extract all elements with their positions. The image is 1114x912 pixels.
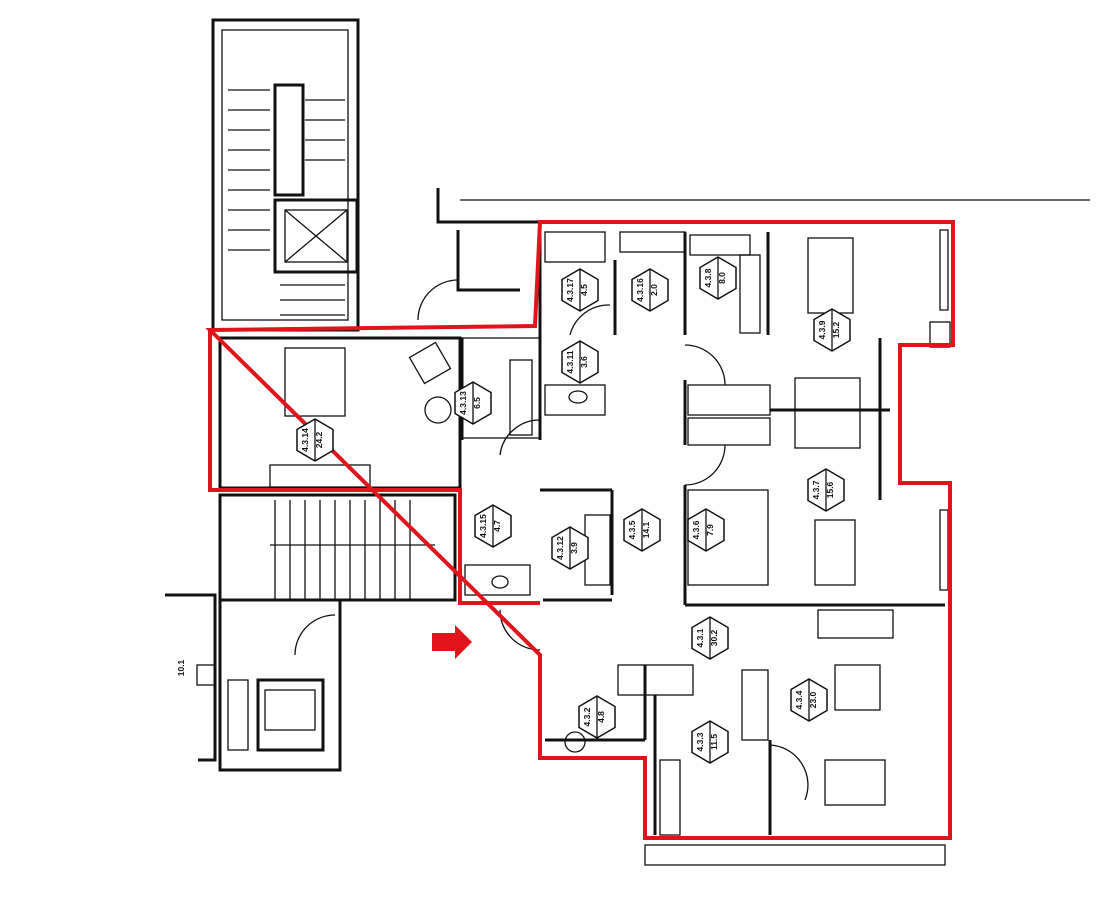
room-label-hexagon: 4.3.14 24.2 xyxy=(296,418,334,462)
room-number: 4.3.1 xyxy=(695,628,705,647)
room-area: 8.0 xyxy=(717,272,727,284)
room-area: 15.6 xyxy=(825,481,835,498)
room-number: 4.3.14 xyxy=(300,428,310,452)
room-area: 23.0 xyxy=(808,691,818,708)
room-number: 4.3.6 xyxy=(691,520,701,539)
room-labels: 4.3.17 4.5 4.3.16 2.0 4.3.8 8.0 4.3.9 15.2 4.3.1… xyxy=(296,256,851,764)
room-number: 4.3.4 xyxy=(794,690,804,709)
room-label-hexagon: 4.3.6 7.9 xyxy=(687,508,725,552)
room-label-hexagon: 4.3.4 23.0 xyxy=(790,678,828,722)
room-area: 11.5 xyxy=(709,734,719,750)
room-area: 3.6 xyxy=(579,356,589,368)
room-label-hexagon: 4.3.15 4.7 xyxy=(474,504,512,548)
room-number: 4.3.13 xyxy=(458,391,468,415)
room-area: 2.0 xyxy=(649,284,659,296)
room-number: 4.3.12 xyxy=(555,536,565,560)
room-number: 4.3.3 xyxy=(695,732,705,751)
entrance-arrow-icon xyxy=(432,625,472,659)
room-area: 7.9 xyxy=(705,524,715,536)
room-number: 4.3.2 xyxy=(582,707,592,726)
room-number: 4.3.9 xyxy=(817,320,827,339)
apartment-outline xyxy=(205,220,955,840)
room-number: 4.3.5 xyxy=(627,520,637,539)
room-label-hexagon: 4.3.9 15.2 xyxy=(813,308,851,352)
room-number: 4.3.11 xyxy=(565,350,575,373)
room-area: 3.9 xyxy=(569,542,579,554)
room-area: 6.5 xyxy=(472,397,482,409)
room-label-hexagon: 4.3.12 3.9 xyxy=(551,526,589,570)
room-label-hexagon: 4.3.1 30.2 xyxy=(691,616,729,660)
room-label-hexagon: 4.3.8 8.0 xyxy=(699,256,737,300)
room-number: 4.3.15 xyxy=(478,514,488,538)
room-label-hexagon: 4.3.17 4.5 xyxy=(561,268,599,312)
room-area: 24.2 xyxy=(314,431,324,448)
room-number: 4.3.8 xyxy=(703,268,713,287)
apartment-outline-lower-left xyxy=(208,330,540,605)
room-area: 14.1 xyxy=(641,521,651,538)
room-area: 4.8 xyxy=(596,711,606,723)
room-number: 4.3.17 xyxy=(565,278,575,302)
room-number: 4.3.16 xyxy=(635,278,645,302)
room-area: 4.7 xyxy=(492,520,502,532)
walls xyxy=(165,18,1090,866)
side-dimension-label: 10.1 xyxy=(176,659,186,676)
room-label-hexagon: 4.3.2 4.8 xyxy=(578,695,616,739)
room-area: 15.2 xyxy=(831,321,841,338)
room-number: 4.3.7 xyxy=(811,480,821,499)
room-label-hexagon: 4.3.5 14.1 xyxy=(623,508,661,552)
room-label-hexagon: 4.3.11 3.6 xyxy=(561,340,599,384)
room-area: 30.2 xyxy=(709,629,719,646)
room-label-hexagon: 4.3.7 15.6 xyxy=(807,468,845,512)
room-label-hexagon: 4.3.16 2.0 xyxy=(631,268,669,312)
room-label-hexagon: 4.3.13 6.5 xyxy=(454,381,492,425)
room-label-hexagon: 4.3.3 11.5 xyxy=(691,720,729,764)
room-area: 4.5 xyxy=(579,284,589,296)
